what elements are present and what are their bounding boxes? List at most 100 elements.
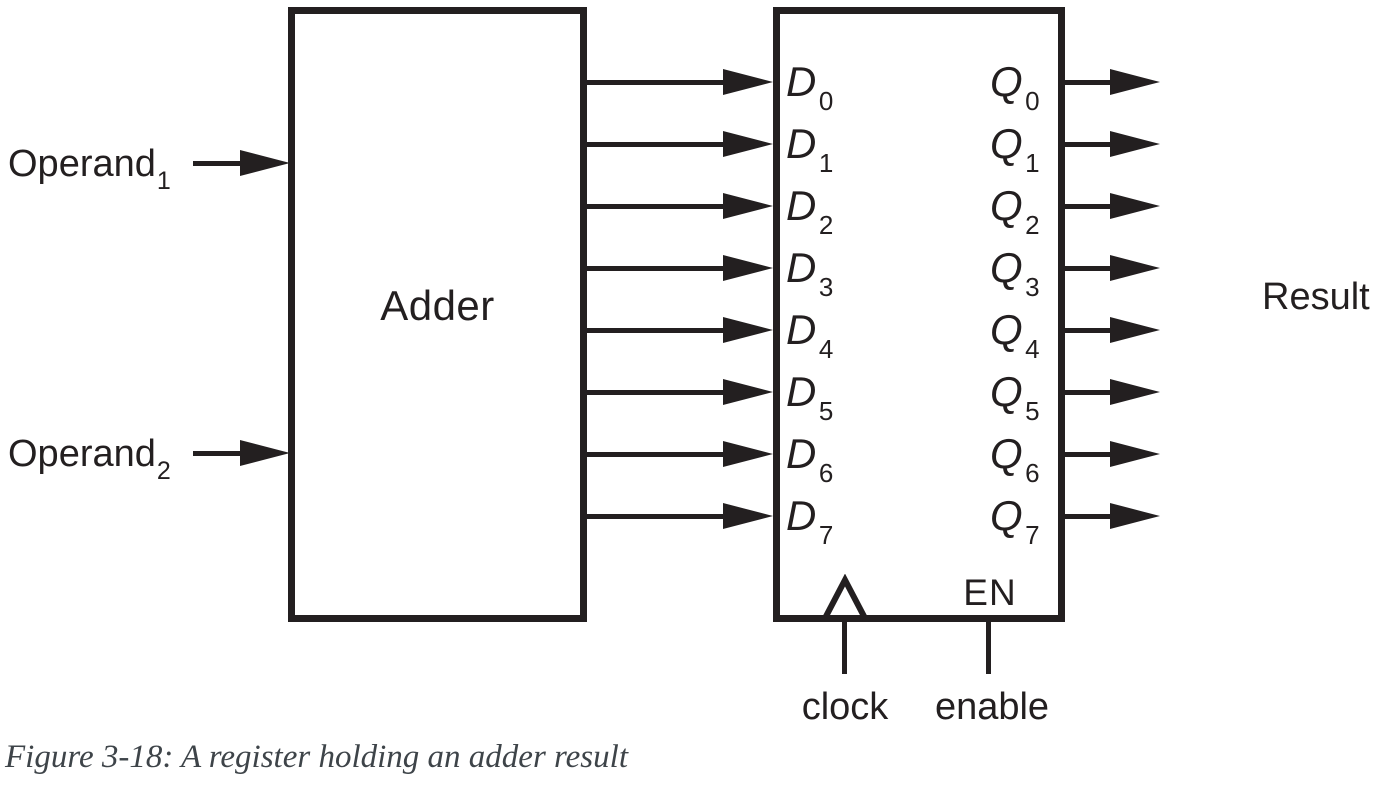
d3-pin-label: D3 (786, 244, 833, 303)
q2-subscript: 2 (1025, 210, 1041, 240)
operand1-subscript: 1 (156, 167, 171, 195)
adder-to-d3-wire (587, 266, 727, 271)
d3-subscript: 3 (818, 272, 834, 302)
d4-base: D (786, 306, 817, 353)
q4-arrowhead-icon (1110, 317, 1160, 343)
d2-arrowhead-icon (723, 193, 773, 219)
q1-base: Q (990, 120, 1024, 167)
q5-output-wire (1065, 390, 1113, 395)
result-label: Result (1262, 276, 1370, 318)
q2-arrowhead-icon (1110, 193, 1160, 219)
d1-subscript: 1 (818, 148, 834, 178)
operand2-text: Operand (8, 433, 156, 475)
q3-output-wire (1065, 266, 1113, 271)
d2-pin-label: D2 (786, 182, 833, 241)
q7-output-wire (1065, 514, 1113, 519)
q6-arrowhead-icon (1110, 441, 1160, 467)
operand1-wire (193, 161, 245, 166)
adder-to-d7-wire (587, 514, 727, 519)
operand1-text: Operand (8, 143, 156, 185)
adder-to-d4-wire (587, 328, 727, 333)
q5-base: Q (990, 368, 1024, 415)
q2-output-wire (1065, 204, 1113, 209)
q0-base: Q (990, 58, 1024, 105)
q1-arrowhead-icon (1110, 131, 1160, 157)
adder-label: Adder (380, 282, 495, 329)
q4-output-wire (1065, 328, 1113, 333)
q0-pin-label: Q0 (990, 58, 1040, 117)
q0-output-wire (1065, 80, 1113, 85)
d7-pin-label: D7 (786, 492, 833, 551)
d7-subscript: 7 (818, 520, 834, 550)
q1-pin-label: Q1 (990, 120, 1040, 179)
q4-subscript: 4 (1025, 334, 1041, 364)
q6-base: Q (990, 430, 1024, 477)
adder-to-d6-wire (587, 452, 727, 457)
d5-pin-label: D5 (786, 368, 833, 427)
operand2-wire (193, 451, 245, 456)
q4-pin-label: Q4 (990, 306, 1040, 365)
d7-arrowhead-icon (723, 503, 773, 529)
d3-arrowhead-icon (723, 255, 773, 281)
d0-arrowhead-icon (723, 69, 773, 95)
d2-base: D (786, 182, 817, 229)
q3-base: Q (990, 244, 1024, 291)
q0-subscript: 0 (1025, 86, 1041, 116)
d1-base: D (786, 120, 817, 167)
d4-pin-label: D4 (786, 306, 833, 365)
clock-wire (842, 622, 847, 674)
d5-arrowhead-icon (723, 379, 773, 405)
operand1-arrowhead-icon (240, 150, 290, 176)
d0-pin-label: D0 (786, 58, 833, 117)
register-box (773, 7, 1065, 622)
d3-base: D (786, 244, 817, 291)
clock-label: clock (801, 686, 889, 728)
q7-subscript: 7 (1025, 520, 1041, 550)
q3-subscript: 3 (1025, 272, 1041, 302)
adder-to-d0-wire (587, 80, 727, 85)
figure-caption: Figure 3-18: A register holding an adder… (5, 739, 628, 775)
enable-wire (986, 622, 991, 674)
d6-base: D (786, 430, 817, 477)
q5-subscript: 5 (1025, 396, 1041, 426)
adder-to-d5-wire (587, 390, 727, 395)
en-pin-label: EN (963, 572, 1017, 613)
d1-pin-label: D1 (786, 120, 833, 179)
q0-arrowhead-icon (1110, 69, 1160, 95)
q3-arrowhead-icon (1110, 255, 1160, 281)
operand1-label: Operand1 (8, 143, 171, 195)
d6-pin-label: D6 (786, 430, 833, 489)
q5-arrowhead-icon (1110, 379, 1160, 405)
q6-output-wire (1065, 452, 1113, 457)
enable-label: enable (934, 686, 1050, 728)
d4-subscript: 4 (818, 334, 834, 364)
q2-pin-label: Q2 (990, 184, 1040, 241)
clock-edge-triangle-icon (820, 574, 870, 622)
d0-base: D (786, 58, 817, 105)
q3-pin-label: Q3 (990, 244, 1040, 303)
q7-base: Q (990, 492, 1024, 539)
d6-subscript: 6 (818, 458, 834, 488)
operand2-subscript: 2 (156, 457, 171, 485)
operand2-label: Operand2 (8, 433, 171, 485)
d4-arrowhead-icon (723, 317, 773, 343)
q7-arrowhead-icon (1110, 503, 1160, 529)
d6-arrowhead-icon (723, 441, 773, 467)
q1-subscript: 1 (1025, 148, 1041, 178)
q6-subscript: 6 (1025, 458, 1041, 488)
operand2-arrowhead-icon (240, 440, 290, 466)
d7-base: D (786, 492, 817, 539)
d5-subscript: 5 (818, 396, 834, 426)
d0-subscript: 0 (818, 86, 834, 116)
q1-output-wire (1065, 142, 1113, 147)
adder-to-d1-wire (587, 142, 727, 147)
d1-arrowhead-icon (723, 131, 773, 157)
adder-box (288, 7, 587, 622)
q6-pin-label: Q6 (990, 430, 1040, 489)
d2-subscript: 2 (818, 210, 834, 240)
q5-pin-label: Q5 (990, 368, 1040, 427)
q4-base: Q (990, 306, 1024, 353)
adder-to-d2-wire (587, 204, 727, 209)
d5-base: D (786, 368, 817, 415)
